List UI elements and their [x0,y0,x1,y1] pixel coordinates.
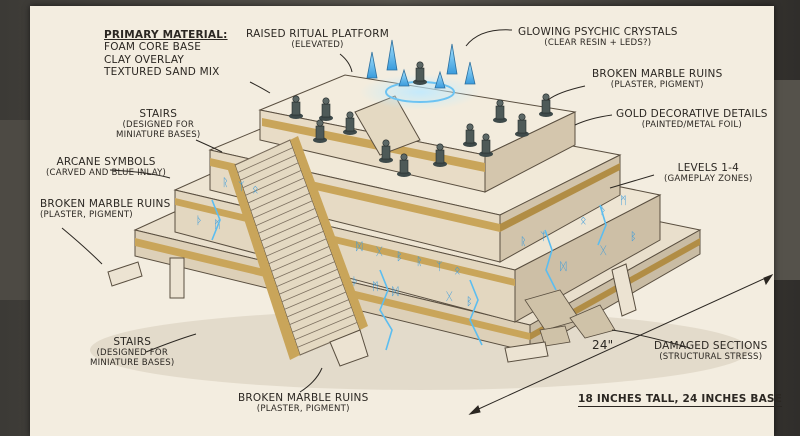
figure-icon [493,99,507,123]
stair-step [240,154,296,181]
stair-step [242,162,299,189]
stair-step [250,185,307,211]
crystal-icon [464,61,476,85]
rune-icon: ᛞ [560,260,567,273]
crystal-icon [366,51,378,79]
rune-icon: ᛗ [620,194,627,207]
stair-step [289,299,349,325]
rune-icon: ᛟ [580,214,587,227]
stair-step [268,238,327,265]
crystal-icon [386,39,398,71]
material-item: TEXTURED SAND MIX [104,66,220,78]
figure-icon [319,97,333,121]
rune-icon: ᛉ [238,180,245,193]
stair-step [297,322,358,348]
stair-steps [234,139,361,356]
label-crystals: GLOWING PSYCHIC CRYSTALS (CLEAR RESIN + … [518,26,678,48]
miniature-figures [289,61,553,177]
label-damaged: DAMAGED SECTIONS (STRUCTURAL STRESS) [654,340,768,362]
stair-step [237,147,293,173]
figure-icon [539,93,553,117]
psychic-crystals [366,39,476,89]
material-item: FOAM CORE BASE [104,41,202,53]
stair-step [247,177,305,204]
rune-icon: ᛒ [396,250,403,263]
rune-icon: ᚱ [416,255,423,268]
rune-icon: ᛟ [454,264,461,277]
rune-icon: ᚷ [600,244,607,257]
figure-icon [433,143,447,167]
stair-step [234,139,291,166]
figure-icon [515,113,529,137]
figure-icon [397,153,411,177]
rune-icon: ᚷ [376,245,383,258]
footer-caption: 18 INCHES TALL, 24 INCHES BASE [578,393,783,407]
material-heading: PRIMARY MATERIAL: [104,29,228,41]
label-levels: LEVELS 1-4 (GAMEPLAY ZONES) [664,162,753,184]
rune-icon: ᚱ [520,235,527,248]
leader-lines [61,29,691,393]
rune-icon: ᛞ [392,285,399,298]
broken-column-left [107,257,185,299]
stair-step [279,268,338,295]
rune-icon: ᚷ [446,290,453,303]
label-stairs-top: STAIRS (DESIGNED FOR MINIATURE BASES) [116,108,201,140]
stair-step [266,230,324,257]
rune-icon: ᛉ [436,260,443,273]
rubble-pile [524,289,616,347]
rune-icon: ᚦ [600,204,607,217]
figure-icon [413,61,427,85]
label-ruins-left: BROKEN MARBLE RUINS (PLASTER, PIGMENT) [40,198,171,220]
material-item: CLAY OVERLAY [104,53,185,66]
stair-step [276,261,335,287]
stair-step [255,200,313,227]
rune-icon: ᛉ [540,230,547,243]
material-block: PRIMARY MATERIAL: FOAM CORE BASE CLAY OV… [104,30,228,79]
label-platform: RAISED RITUAL PLATFORM (ELEVATED) [246,28,389,50]
stair-step [281,276,341,303]
stair-step [253,192,310,219]
stair-step [292,306,352,333]
crystal-icon [446,43,458,75]
rune-icon: ᛟ [252,183,259,196]
label-stairs-bottom: STAIRS (DESIGNED FOR MINIATURE BASES) [90,336,175,368]
label-arcane: ARCANE SYMBOLS (CARVED AND BLUE INLAY) [46,156,167,178]
label-ruins-bottom: BROKEN MARBLE RUINS (PLASTER, PIGMENT) [238,392,369,414]
stair-step [263,223,321,249]
figure-icon [289,95,303,119]
crystal-icon [398,68,410,87]
rune-icon: ᚱ [222,176,229,189]
broken-column-right [329,263,637,367]
rune-icon: ᛞ [356,240,363,253]
figure-icon [343,111,357,135]
label-gold: GOLD DECORATIVE DETAILS (PAINTED/METAL F… [616,108,768,130]
rune-icon: ᚦ [352,275,359,288]
dimension-label: 24" [592,338,614,352]
stair-step [273,253,333,280]
figure-icon [479,133,493,157]
rune-icon: ᛗ [372,280,379,293]
stair-step [294,314,355,341]
glowing-cracks [211,199,607,351]
rune-icon: ᛒ [630,230,637,243]
stair-step [271,246,330,272]
stair-step [260,215,319,242]
stair-step [258,208,316,234]
stair-step [286,291,347,318]
dimension-line [468,273,774,415]
crystal-icon [434,70,446,89]
figure-icon [313,119,327,143]
stair-step [245,170,302,196]
rune-icon: ᚦ [196,214,203,227]
figure-icon [379,139,393,163]
stair-step [284,284,344,310]
rune-icon: ᛗ [214,218,221,231]
rune-icon: ᛒ [466,295,473,308]
figure-icon [463,123,477,147]
label-ruins-top: BROKEN MARBLE RUINS (PLASTER, PIGMENT) [592,68,723,90]
